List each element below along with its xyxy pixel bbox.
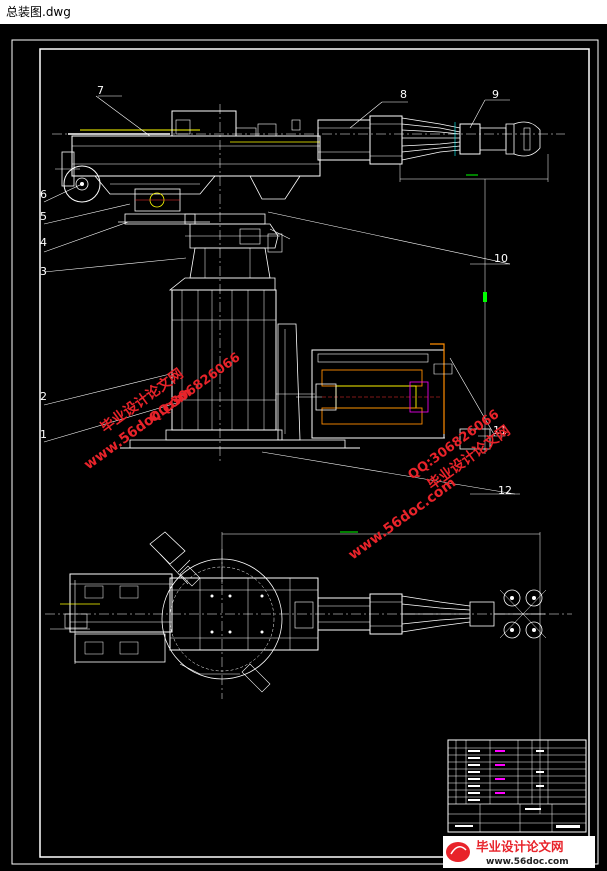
part-label-11: 11 <box>493 424 507 437</box>
watermark-site-right: www.56doc.com <box>346 475 459 563</box>
watermark-group-left: www.56doc.com 毕业设计论文网 QQ:306826066 <box>81 350 243 473</box>
logo-emblem-icon <box>446 842 470 862</box>
inner-border <box>39 48 590 858</box>
part-label-5: 5 <box>40 210 47 223</box>
part-label-4: 4 <box>40 236 47 249</box>
watermark-group-right: www.56doc.com 毕业设计论文网 QQ:306826066 <box>346 407 514 563</box>
cad-drawing-canvas[interactable]: 1 2 3 4 5 6 7 8 9 10 11 12 <box>0 24 607 871</box>
front-view: 1 2 3 4 5 6 7 8 9 10 11 12 <box>40 84 565 497</box>
part-label-3: 3 <box>40 265 47 278</box>
part-label-8: 8 <box>400 88 407 101</box>
part-label-9: 9 <box>492 88 499 101</box>
part-label-1: 1 <box>40 428 47 441</box>
part-label-7: 7 <box>97 84 104 97</box>
window-titlebar: 总装图.dwg <box>0 0 607 24</box>
part-label-6: 6 <box>40 188 47 201</box>
outer-frame <box>11 39 599 865</box>
part-label-12: 12 <box>498 484 512 497</box>
footer-logo-text: 毕业设计论文网 <box>476 839 564 854</box>
footer-logo-url: www.56doc.com <box>486 857 569 867</box>
window-title: 总装图.dwg <box>6 5 71 19</box>
part-label-10: 10 <box>494 252 508 265</box>
footer-logo: 毕业设计论文网 www.56doc.com <box>443 836 595 868</box>
drawing-viewport[interactable]: 1 2 3 4 5 6 7 8 9 10 11 12 <box>0 24 607 871</box>
top-view <box>45 531 572 814</box>
title-block <box>447 739 587 833</box>
part-label-2: 2 <box>40 390 47 403</box>
